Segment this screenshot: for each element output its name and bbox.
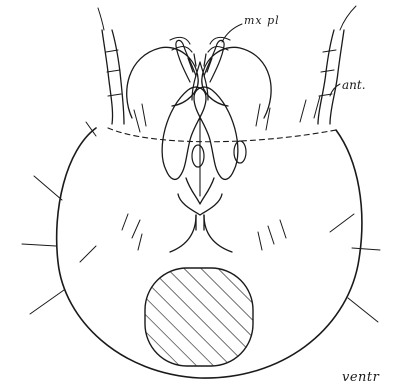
antenna-label: ant. <box>342 79 366 91</box>
palp-segments-left <box>170 37 192 52</box>
left-antenna-filament <box>98 8 104 30</box>
right-antenna-shaft <box>330 30 344 124</box>
left-antenna-shaft <box>112 30 124 124</box>
maxillary-palp-label: mx pl <box>244 15 280 26</box>
gular-stem <box>170 215 232 252</box>
palp-segments-right <box>208 37 230 52</box>
left-sclerite <box>192 145 204 167</box>
left-maxilla <box>162 87 206 179</box>
left-antenna <box>102 30 113 124</box>
right-sclerite <box>234 141 246 163</box>
mx-pl-leader <box>222 24 242 42</box>
right-antenna-filament <box>340 6 356 30</box>
hatched-ventral-plate <box>145 268 253 366</box>
view-label: ventr <box>342 371 379 384</box>
suture-line <box>108 128 336 142</box>
